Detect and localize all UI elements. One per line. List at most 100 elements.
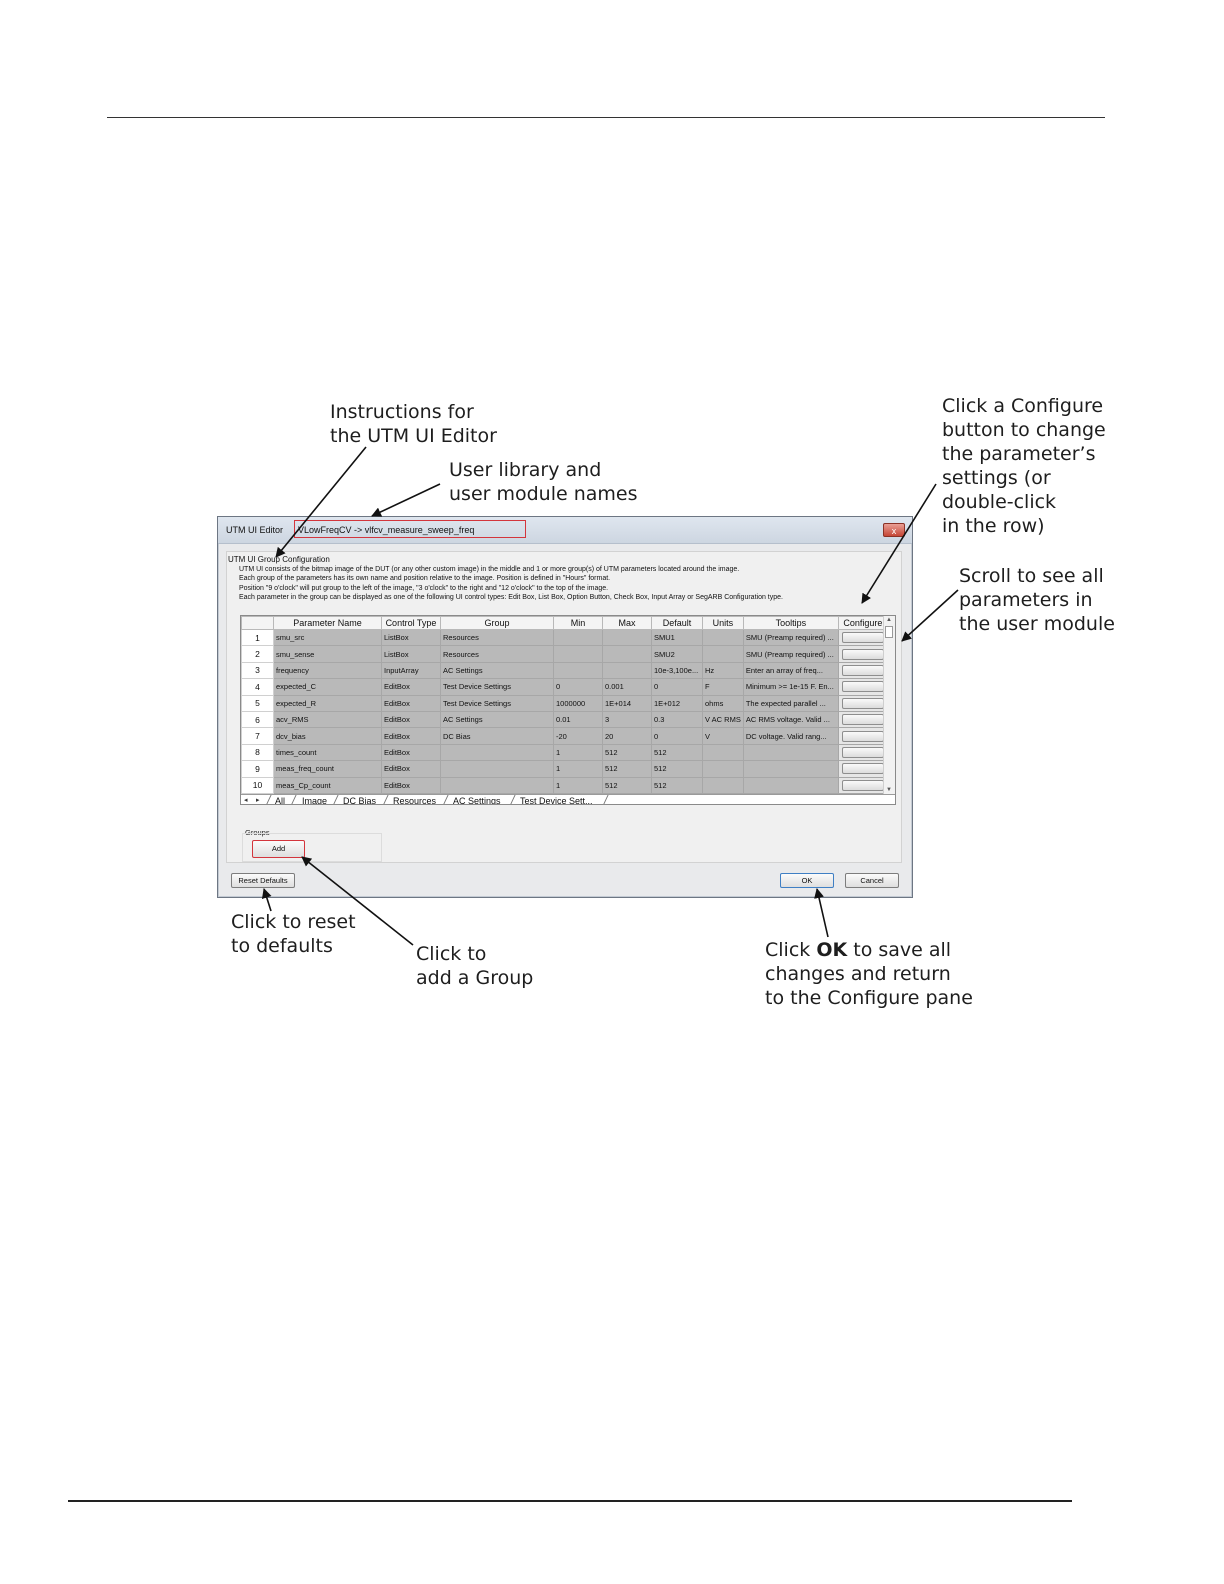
table-cell[interactable]: Resources bbox=[440, 628, 554, 647]
table-cell[interactable] bbox=[602, 661, 652, 680]
table-cell[interactable]: 512 bbox=[602, 743, 652, 762]
table-cell[interactable] bbox=[553, 661, 603, 680]
column-header[interactable]: Default bbox=[651, 616, 703, 630]
top-rule bbox=[107, 117, 1105, 118]
table-cell[interactable]: times_count bbox=[273, 743, 382, 762]
configure-cell bbox=[837, 727, 888, 745]
table-cell[interactable]: 512 bbox=[651, 760, 703, 778]
table-cell[interactable]: smu_src bbox=[273, 628, 382, 647]
table-cell[interactable]: The expected parallel ... bbox=[742, 694, 839, 712]
table-header: Parameter Name Control Type Group Min Ma… bbox=[241, 616, 888, 630]
configure-cell bbox=[837, 645, 888, 663]
row-number: 8 bbox=[241, 743, 274, 762]
table-cell[interactable]: frequency bbox=[273, 661, 382, 680]
library-module-path: VLowFreqCV -> vlfcv_measure_sweep_freq bbox=[294, 520, 526, 538]
group-tab-strip: ◂ ▸ All Image DC Bias Resources AC Setti… bbox=[241, 794, 895, 805]
configure-cell bbox=[837, 710, 888, 729]
arrow-add bbox=[301, 856, 414, 946]
column-header[interactable]: Parameter Name bbox=[273, 616, 382, 630]
ok-button[interactable]: OK bbox=[780, 873, 834, 888]
tab-ac-settings[interactable]: AC Settings bbox=[453, 796, 501, 805]
column-header[interactable]: Configure bbox=[837, 616, 888, 630]
row-number: 7 bbox=[241, 727, 274, 745]
scroll-down-icon[interactable]: ▼ bbox=[886, 787, 892, 793]
configure-cell bbox=[837, 661, 888, 680]
add-group-button[interactable]: Add bbox=[252, 840, 305, 858]
table-cell[interactable]: 0.3 bbox=[651, 710, 703, 729]
table-cell[interactable]: -20 bbox=[553, 727, 603, 745]
table-cell[interactable] bbox=[440, 776, 554, 794]
table-cell[interactable]: DC voltage. Valid rang... bbox=[742, 727, 839, 745]
configure-cell bbox=[837, 776, 888, 794]
table-cell[interactable]: Test Device Settings bbox=[440, 678, 554, 696]
row-number: 4 bbox=[241, 678, 274, 696]
configure-cell bbox=[837, 694, 888, 712]
table-cell[interactable]: Enter an array of freq... bbox=[742, 661, 839, 680]
table-cell[interactable]: V AC RMS bbox=[702, 710, 744, 729]
table-cell[interactable]: 0 bbox=[651, 678, 703, 696]
arrow-scroll bbox=[901, 589, 959, 642]
tab-dc-bias[interactable]: DC Bias bbox=[343, 796, 377, 805]
close-button[interactable]: x bbox=[883, 523, 905, 537]
scroll-up-icon[interactable]: ▲ bbox=[886, 617, 892, 623]
table-cell[interactable] bbox=[440, 743, 554, 762]
table-cell[interactable] bbox=[702, 760, 744, 778]
table-cell[interactable]: DC Bias bbox=[440, 727, 554, 745]
row-number: 1 bbox=[241, 628, 274, 647]
parameter-table: Parameter Name Control Type Group Min Ma… bbox=[240, 615, 896, 805]
arrow-instructions bbox=[275, 446, 367, 558]
tab-test-device-settings[interactable]: Test Device Sett... bbox=[520, 796, 593, 805]
window-title: UTM UI Editor bbox=[226, 525, 284, 535]
utm-ui-editor-dialog: UTM UI Editor VLowFreqCV -> vlfcv_measur… bbox=[217, 516, 913, 898]
arrow-ok bbox=[814, 888, 829, 938]
arrow-library bbox=[371, 483, 441, 517]
tab-next-icon[interactable]: ▸ bbox=[256, 797, 260, 804]
table-cell[interactable]: EditBox bbox=[381, 678, 441, 696]
reset-defaults-button[interactable]: Reset Defaults bbox=[231, 873, 295, 888]
table-cell[interactable]: EditBox bbox=[381, 776, 441, 794]
tab-all[interactable]: All bbox=[275, 796, 286, 805]
tab-resources[interactable]: Resources bbox=[393, 796, 437, 805]
row-number: 9 bbox=[241, 760, 274, 778]
arrow-reset bbox=[261, 888, 272, 912]
tab-prev-icon[interactable]: ◂ bbox=[244, 797, 248, 804]
table-cell[interactable]: F bbox=[702, 678, 744, 696]
table-cell[interactable]: 1 bbox=[553, 743, 603, 762]
configure-cell bbox=[837, 678, 888, 696]
column-header[interactable]: Control Type bbox=[381, 616, 441, 630]
cancel-button[interactable]: Cancel bbox=[845, 873, 899, 888]
scroll-thumb[interactable] bbox=[885, 626, 893, 638]
table-cell[interactable]: AC RMS voltage. Valid ... bbox=[742, 710, 839, 729]
table-cell[interactable]: 1E+012 bbox=[651, 694, 703, 712]
table-cell[interactable]: EditBox bbox=[381, 710, 441, 729]
arrow-configure bbox=[861, 483, 937, 604]
tab-image[interactable]: Image bbox=[302, 796, 328, 805]
table-cell[interactable]: 512 bbox=[602, 776, 652, 794]
title-bar[interactable]: UTM UI Editor VLowFreqCV -> vlfcv_measur… bbox=[218, 517, 912, 544]
instructions-text: UTM UI consists of the bitmap image of t… bbox=[239, 566, 783, 601]
table-cell[interactable]: EditBox bbox=[381, 760, 441, 778]
table-cell[interactable]: ohms bbox=[702, 694, 744, 712]
vertical-scrollbar[interactable]: ▲ ▼ bbox=[883, 616, 895, 794]
table-cell[interactable]: 10e-3,100e... bbox=[651, 661, 703, 680]
table-cell[interactable]: expected_R bbox=[273, 694, 382, 712]
configure-cell bbox=[837, 760, 888, 778]
groups-label: Groups bbox=[245, 828, 270, 837]
table-cell[interactable]: SMU (Preamp required) ... bbox=[742, 628, 839, 647]
table-cell[interactable]: EditBox bbox=[381, 727, 441, 745]
table-cell[interactable] bbox=[702, 743, 744, 762]
group-config-label: UTM UI Group Configuration bbox=[228, 555, 330, 564]
table-cell[interactable]: 1E+014 bbox=[602, 694, 652, 712]
